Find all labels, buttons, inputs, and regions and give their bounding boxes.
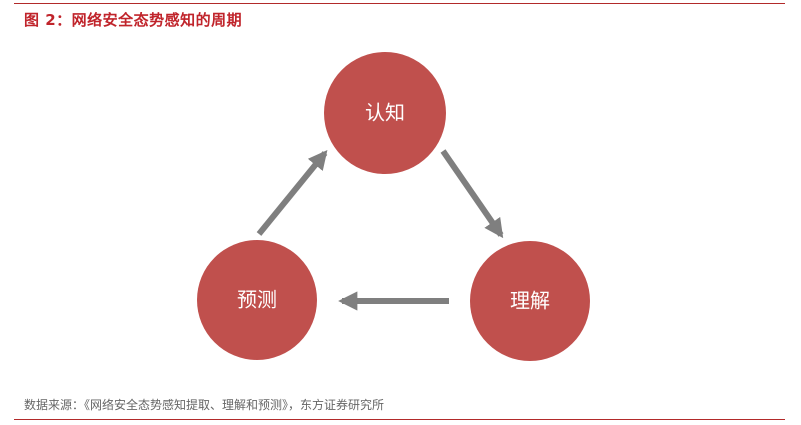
node-prediction-label: 预测 (237, 288, 277, 312)
top-rule (14, 3, 785, 4)
node-cognition: 认知 (324, 52, 446, 174)
node-cognition-label: 认知 (365, 101, 405, 125)
arrow-prediction-to-cognition (256, 150, 328, 236)
bottom-rule (14, 419, 785, 420)
node-prediction: 预测 (197, 240, 317, 360)
node-understanding: 理解 (470, 241, 590, 361)
source-note: 数据来源：《网络安全态势感知提取、理解和预测》，东方证券研究所 (24, 398, 385, 412)
node-understanding-label: 理解 (510, 289, 550, 313)
arrow-cognition-to-understanding (440, 149, 504, 239)
figure-title: 图 2：网络安全态势感知的周期 (24, 11, 243, 29)
